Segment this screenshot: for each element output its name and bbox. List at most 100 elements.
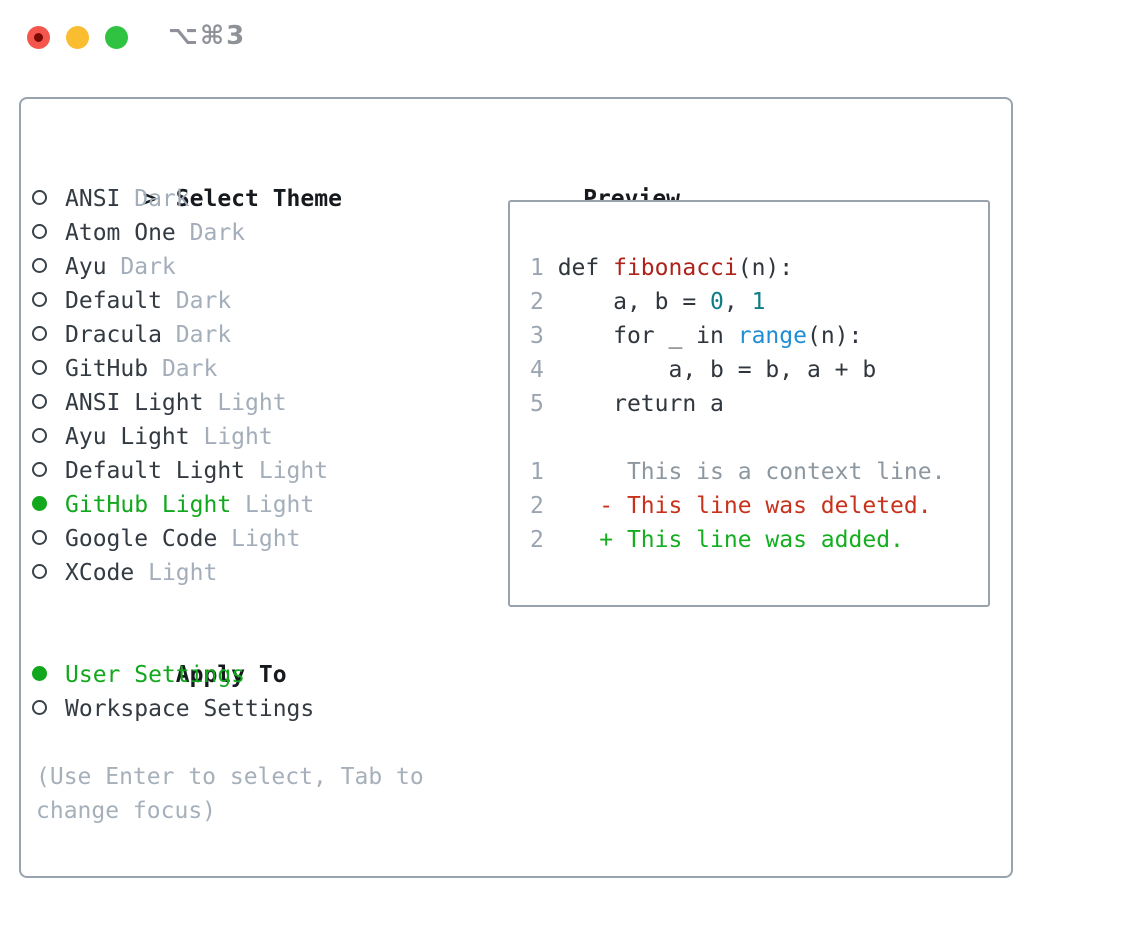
- option-label: Workspace Settings: [65, 696, 315, 722]
- close-dot-icon: [34, 33, 43, 42]
- theme-variant-badge: Light: [203, 390, 287, 416]
- radio-icon: [32, 284, 65, 318]
- option-label: ANSI: [65, 186, 121, 212]
- radio-selected-icon: [32, 658, 65, 692]
- radio-selected-icon: [32, 488, 65, 522]
- radio-icon: [32, 454, 65, 488]
- code-segment: This is a context line.: [543, 459, 946, 485]
- preview-line: 4 a, b = b, a + b: [530, 353, 945, 387]
- theme-variant-badge: Dark: [161, 288, 232, 314]
- theme-option-default-light[interactable]: Default Light Light: [32, 454, 342, 488]
- code-segment: def: [543, 255, 614, 281]
- theme-option-google-code[interactable]: Google Code Light: [32, 522, 342, 556]
- theme-variant-badge: Dark: [120, 186, 190, 212]
- theme-variant-badge: Light: [245, 458, 329, 484]
- apply-option-workspace-settings[interactable]: Workspace Settings: [32, 692, 314, 726]
- minimize-button[interactable]: [66, 26, 89, 49]
- option-label: Atom One: [65, 220, 176, 246]
- line-number: 2: [530, 527, 544, 553]
- theme-option-xcode[interactable]: XCode Light: [32, 556, 342, 590]
- theme-option-ayu-light[interactable]: Ayu Light Light: [32, 420, 342, 454]
- option-label: XCode: [65, 560, 135, 586]
- code-segment: a, b =: [543, 289, 711, 315]
- code-segment: ,: [723, 289, 752, 315]
- option-label: ANSI Light: [65, 390, 204, 416]
- apply-to-title: Apply To: [175, 662, 287, 688]
- code-segment: 1: [751, 289, 766, 315]
- theme-option-ayu[interactable]: Ayu Dark: [32, 250, 342, 284]
- theme-option-default[interactable]: Default Dark: [32, 284, 342, 318]
- theme-list-title: Select Theme: [175, 186, 342, 212]
- code-segment: range: [737, 323, 807, 349]
- theme-variant-badge: Light: [217, 526, 301, 552]
- theme-option-dracula[interactable]: Dracula Dark: [32, 318, 342, 352]
- theme-variant-badge: Dark: [175, 220, 246, 246]
- preview-line: 2 + This line was added.: [530, 523, 945, 557]
- option-label: Default: [65, 288, 162, 314]
- theme-list-header-row: > Select Theme: [32, 148, 342, 212]
- preview-line: [530, 421, 945, 455]
- code-segment: + This line was added.: [543, 527, 904, 553]
- preview-line: 5 return a: [530, 387, 945, 421]
- theme-option-ansi[interactable]: ANSI Dark: [32, 182, 342, 216]
- theme-option-atom-one[interactable]: Atom One Dark: [32, 216, 342, 250]
- keyboard-hint: (Use Enter to select, Tab to change focu…: [36, 764, 424, 824]
- theme-variant-badge: Light: [189, 424, 273, 450]
- preview-line: 2 a, b = 0, 1: [530, 285, 945, 319]
- radio-icon: [32, 420, 65, 454]
- line-number: 1: [530, 459, 544, 485]
- radio-icon: [32, 216, 65, 250]
- theme-variant-badge: Dark: [106, 254, 176, 280]
- theme-option-github-light[interactable]: GitHub Light Light: [32, 488, 342, 522]
- code-segment: for _ in: [543, 323, 738, 349]
- code-segment: a, b = b, a + b: [543, 357, 877, 383]
- theme-option-github[interactable]: GitHub Dark: [32, 352, 342, 386]
- radio-icon: [32, 692, 65, 726]
- line-number: 4: [530, 357, 544, 383]
- theme-variant-badge: Light: [134, 560, 218, 586]
- theme-option-ansi-light[interactable]: ANSI Light Light: [32, 386, 342, 420]
- preview-line: 1 def fibonacci(n):: [530, 251, 945, 285]
- line-number: 1: [530, 255, 544, 281]
- line-number: 3: [530, 323, 544, 349]
- code-segment: 0: [710, 289, 724, 315]
- theme-variant-badge: Dark: [148, 356, 218, 382]
- option-label: Ayu Light: [65, 424, 190, 450]
- theme-variant-badge: Dark: [161, 322, 232, 348]
- close-button[interactable]: [27, 26, 50, 49]
- option-label: Default Light: [65, 458, 246, 484]
- theme-variant-badge: Light: [231, 492, 315, 518]
- option-label: User Settings: [65, 662, 246, 688]
- code-segment: - This line was deleted.: [543, 493, 932, 519]
- option-label: GitHub: [65, 356, 149, 382]
- code-segment: return a: [543, 391, 724, 417]
- radio-icon: [32, 386, 65, 420]
- option-label: Google Code: [65, 526, 218, 552]
- line-number: 2: [530, 289, 544, 315]
- code-segment: (n):: [737, 255, 794, 281]
- line-number: 2: [530, 493, 544, 519]
- radio-icon: [32, 522, 65, 556]
- preview-line: 2 - This line was deleted.: [530, 489, 945, 523]
- maximize-button[interactable]: [105, 26, 128, 49]
- radio-icon: [32, 556, 65, 590]
- apply-to-header-row: Apply To: [32, 624, 314, 688]
- option-label: GitHub Light: [65, 492, 232, 518]
- line-number: 5: [530, 391, 544, 417]
- option-label: Ayu: [65, 254, 107, 280]
- apply-option-user-settings[interactable]: User Settings: [32, 658, 314, 692]
- titlebar: ⌥⌘3: [0, 0, 1140, 70]
- radio-icon: [32, 182, 65, 216]
- radio-icon: [32, 352, 65, 386]
- caret-icon: >: [142, 186, 157, 212]
- code-segment: (n):: [806, 323, 863, 349]
- radio-icon: [32, 318, 65, 352]
